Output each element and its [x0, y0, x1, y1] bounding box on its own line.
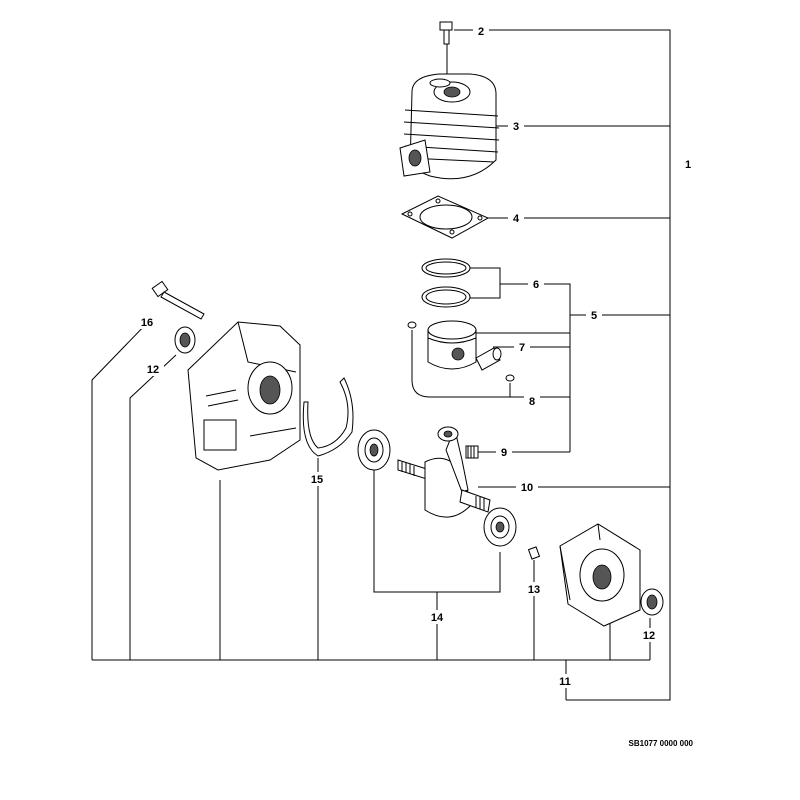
drawing-code: SB1077 0000 000	[629, 739, 694, 748]
callout-3: 3	[513, 121, 519, 133]
callout-13: 13	[528, 584, 540, 596]
callout-11: 11	[559, 676, 571, 688]
callout-16: 16	[141, 317, 153, 329]
dowel-pin-part	[527, 546, 541, 560]
callout-14: 14	[431, 612, 444, 624]
cylinder-part	[399, 73, 500, 180]
piston-pin-part	[475, 347, 502, 371]
oil-seal-right-part	[640, 588, 664, 616]
callout-4: 4	[513, 213, 520, 225]
crankcase-left-part	[187, 321, 301, 471]
callout-2: 2	[478, 26, 484, 38]
callout-1: 1	[685, 159, 691, 171]
crankshaft-part	[397, 426, 491, 518]
piston-clips-part	[407, 321, 515, 382]
callout-10: 10	[521, 482, 533, 494]
callout-8: 8	[529, 396, 535, 408]
crankshaft-bearing-left	[357, 429, 391, 471]
piston-rings-part	[421, 258, 471, 308]
crankcase-gasket-part	[302, 377, 354, 457]
callout-9: 9	[501, 447, 507, 459]
cylinder-gasket-part	[400, 195, 490, 239]
crankcase-bolt-part	[151, 280, 205, 320]
crankcase-right-part	[559, 523, 641, 627]
callout-15: 15	[311, 474, 323, 486]
crankshaft-bearing-right	[483, 507, 517, 547]
callout-12-right: 12	[643, 630, 655, 642]
callout-7: 7	[519, 342, 525, 354]
oil-seal-left-part	[174, 326, 196, 354]
callout-5: 5	[591, 310, 597, 322]
leader-lines	[91, 29, 671, 701]
piston-part	[427, 320, 477, 370]
callout-labels: 2 1 3 4 6 5 7 8 9 10 16 12 15 13 14 12 1…	[136, 24, 696, 688]
callout-12-left: 12	[147, 364, 159, 376]
cylinder-bolt-part	[439, 21, 453, 45]
needle-bearing-part	[465, 445, 479, 459]
callout-6: 6	[533, 279, 539, 291]
